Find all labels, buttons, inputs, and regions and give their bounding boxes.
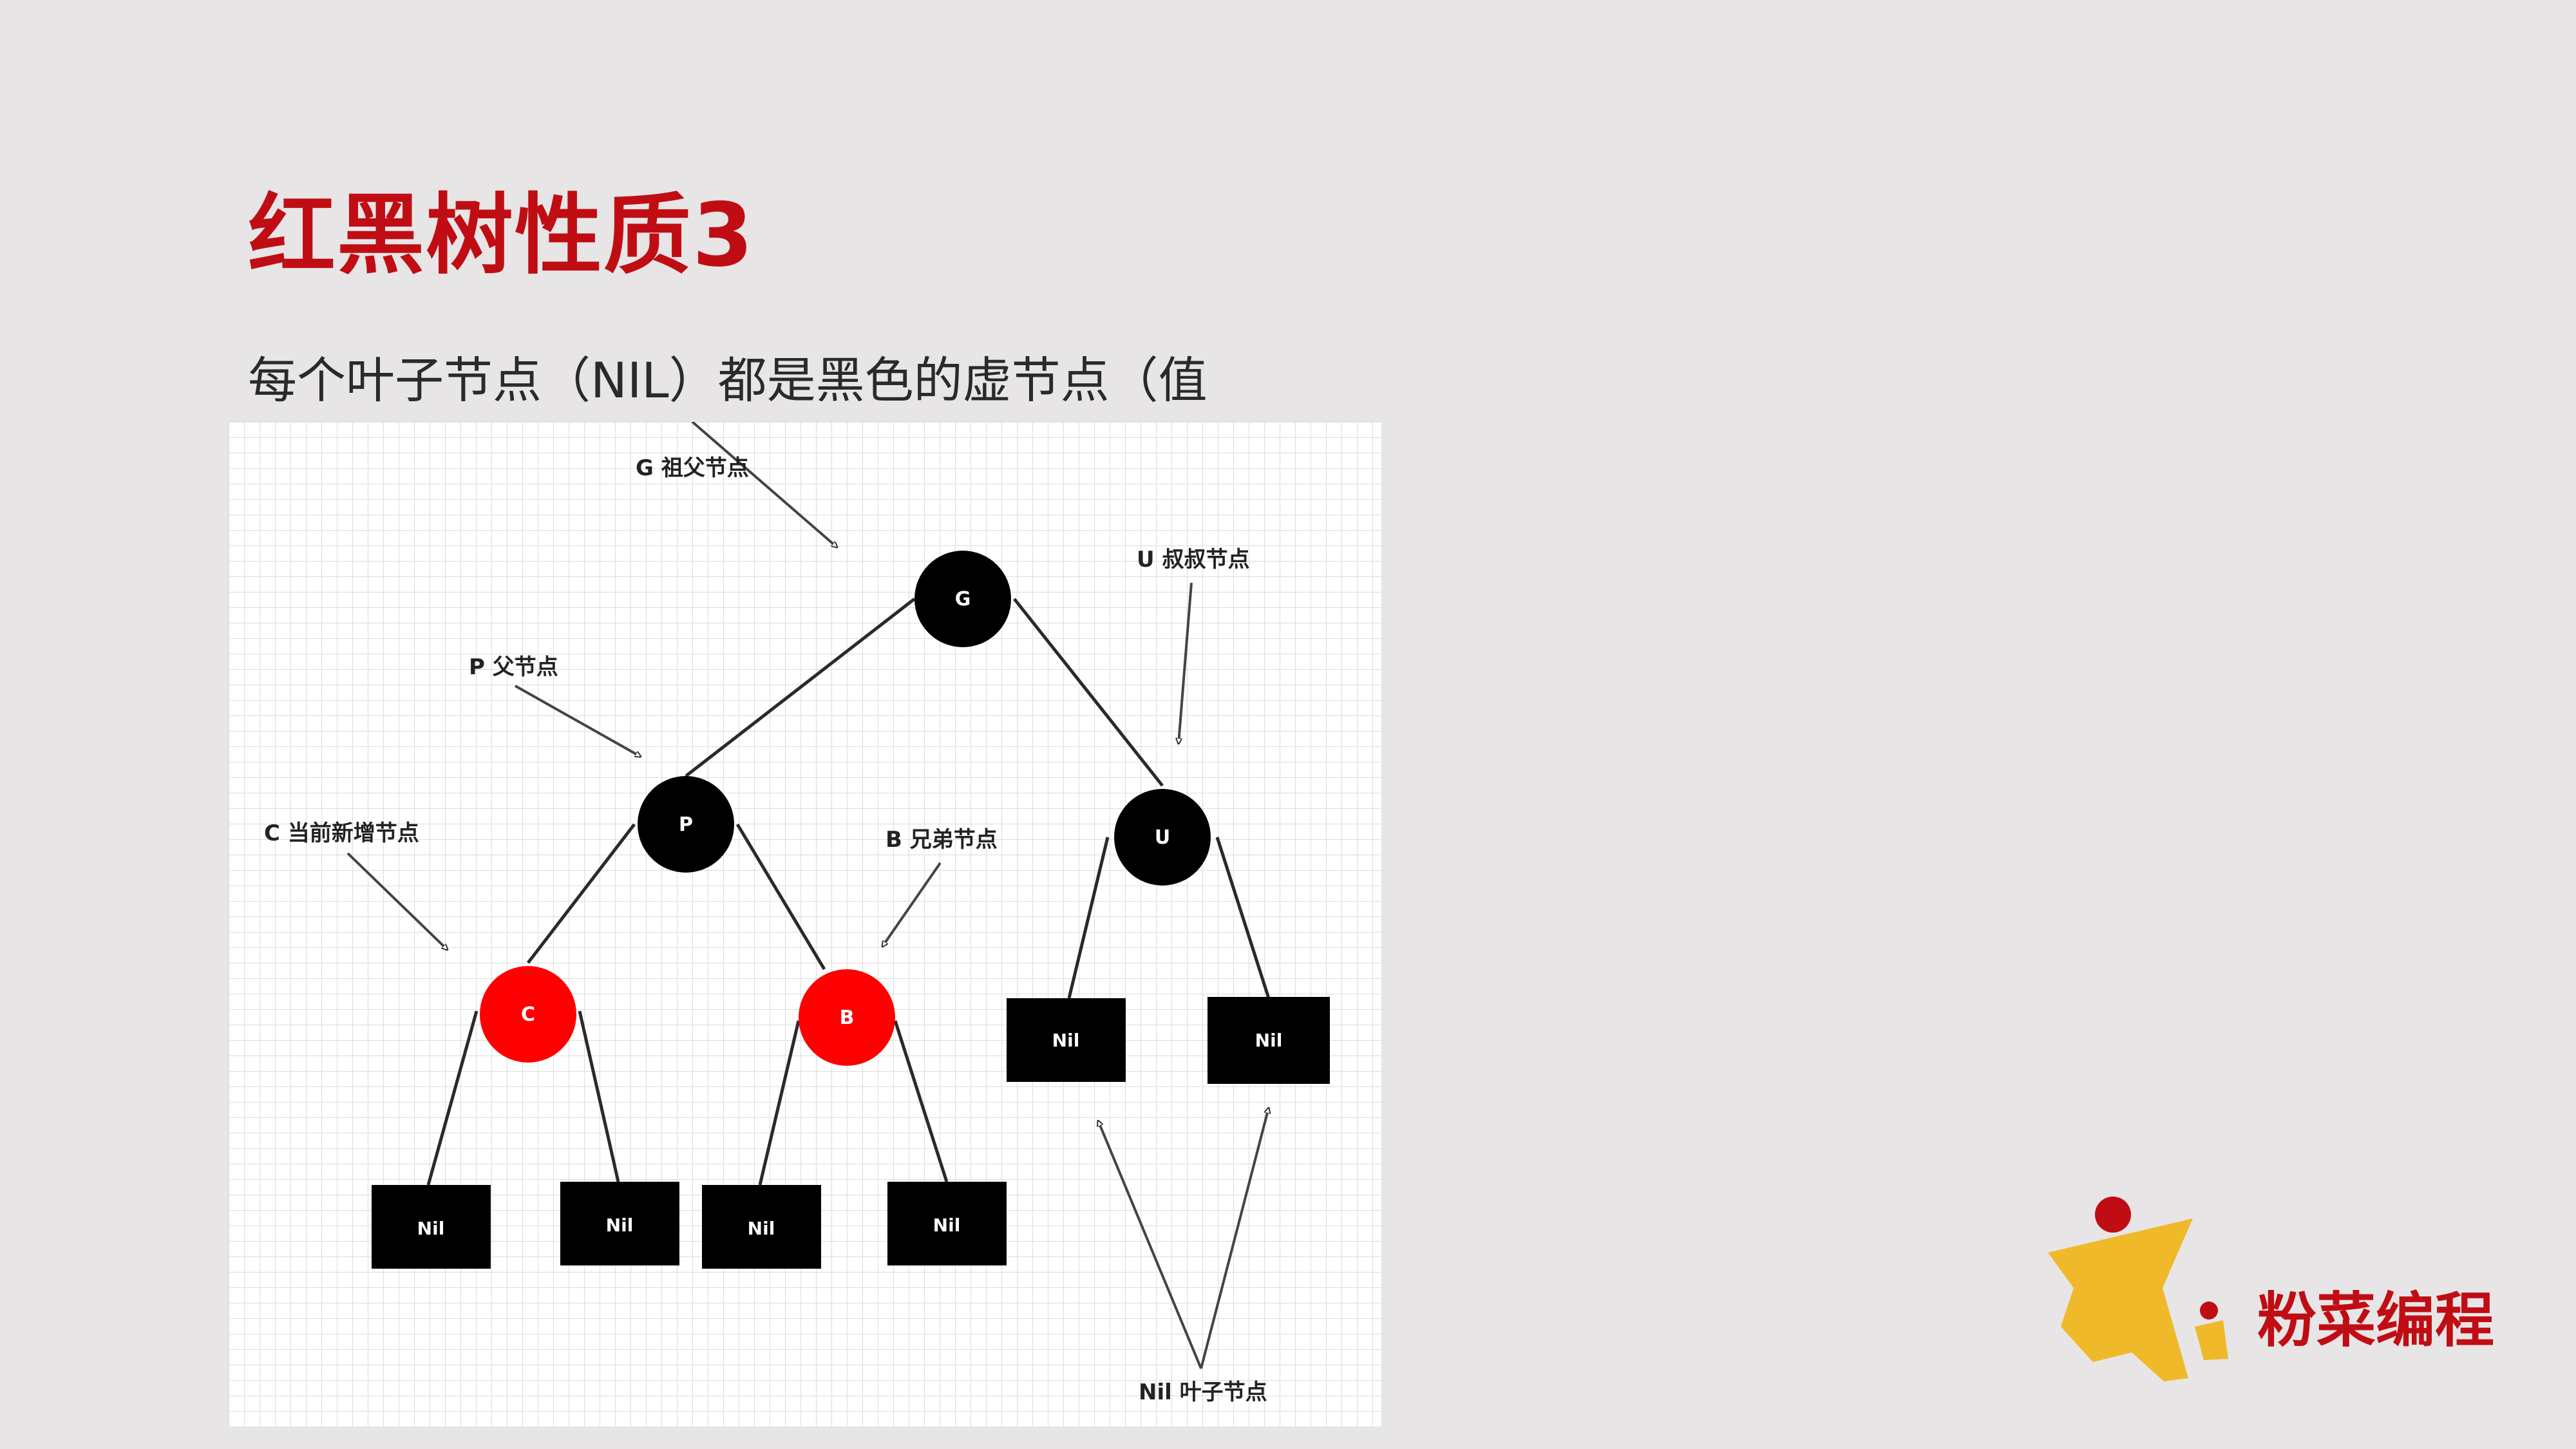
arrow-u xyxy=(1179,582,1193,744)
nil-leaf-c-left: Nil xyxy=(372,1185,491,1269)
edge-b-nil2 xyxy=(893,1020,949,1182)
nil-label: Nil xyxy=(748,1218,775,1239)
edge-u-nil1 xyxy=(1067,837,1110,999)
logo-i-stem xyxy=(2195,1320,2228,1360)
annotation-p: P 父节点 xyxy=(469,654,558,680)
logo-red-dot xyxy=(2095,1197,2131,1233)
nil-label: Nil xyxy=(1255,1030,1283,1051)
annotation-b: B 兄弟节点 xyxy=(886,827,998,853)
node-c-label: C xyxy=(521,1003,535,1026)
brand-logo xyxy=(2035,1191,2499,1404)
arrow-p xyxy=(515,685,641,758)
nil-label: Nil xyxy=(606,1215,634,1236)
node-p: P xyxy=(638,776,734,873)
annotation-u: U 叔叔节点 xyxy=(1137,547,1249,573)
nil-leaf-u-left: Nil xyxy=(1007,998,1126,1082)
nil-label: Nil xyxy=(933,1215,961,1236)
edge-g-p xyxy=(685,598,916,777)
node-b: B xyxy=(799,969,895,1066)
logo-star-shape xyxy=(2048,1218,2193,1381)
logo-i-dot xyxy=(2200,1302,2218,1320)
node-u-label: U xyxy=(1155,826,1170,849)
nil-label: Nil xyxy=(417,1218,445,1239)
edge-g-u xyxy=(1013,598,1164,787)
annotation-c: C 当前新增节点 xyxy=(264,820,419,846)
arrow-c xyxy=(346,852,448,950)
slide-subtitle: 每个叶子节点（NIL）都是黑色的虚节点（值 xyxy=(248,352,1208,409)
nil-leaf-b-left: Nil xyxy=(702,1185,821,1269)
edge-c-nil2 xyxy=(578,1010,620,1182)
diagram-grid xyxy=(229,422,1381,1426)
arrow-nil-right xyxy=(1200,1108,1269,1369)
node-g: G xyxy=(914,551,1011,647)
nil-leaf-b-right: Nil xyxy=(887,1182,1007,1265)
annotation-nil: Nil 叶子节点 xyxy=(1139,1379,1267,1405)
arrow-nil-left xyxy=(1098,1121,1202,1369)
slide-title: 红黑树性质3 xyxy=(248,185,755,287)
node-p-label: P xyxy=(679,813,693,836)
nil-leaf-c-right: Nil xyxy=(560,1182,679,1265)
node-g-label: G xyxy=(955,588,971,611)
tree-edges xyxy=(426,598,1271,1186)
nil-leaf-u-right: Nil xyxy=(1208,997,1330,1084)
edge-c-nil1 xyxy=(426,1010,478,1186)
node-b-label: B xyxy=(840,1007,855,1029)
arrow-g xyxy=(691,422,837,547)
edge-u-nil2 xyxy=(1215,837,1271,999)
node-u: U xyxy=(1114,789,1211,886)
edge-p-c xyxy=(527,823,636,964)
annotation-g: G 祖父节点 xyxy=(636,455,749,481)
edge-b-nil1 xyxy=(758,1020,800,1186)
edge-p-b xyxy=(735,823,826,971)
arrow-b xyxy=(882,862,942,947)
node-c: C xyxy=(480,966,576,1063)
brand-logo-text: 粉菜编程 xyxy=(2257,1286,2495,1355)
nil-label: Nil xyxy=(1052,1030,1080,1051)
rb-tree-diagram: G P U C B Nil Nil Nil xyxy=(229,422,1381,1426)
annotation-arrows xyxy=(346,422,1269,1369)
